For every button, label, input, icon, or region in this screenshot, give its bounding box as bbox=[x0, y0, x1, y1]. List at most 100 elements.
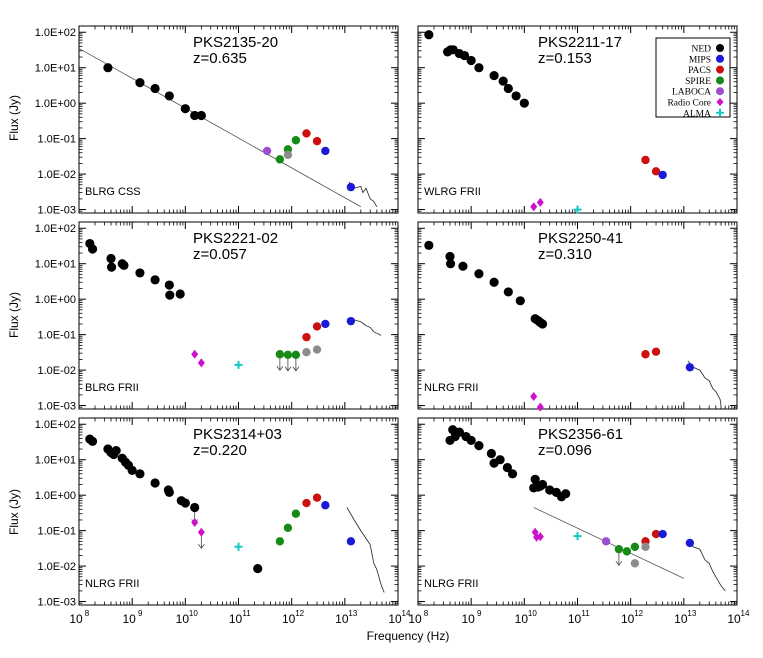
point-radiocore bbox=[536, 197, 544, 207]
y-tick-label: 1.0E-02 bbox=[37, 561, 76, 573]
x-tick-exponent: 12 bbox=[634, 609, 643, 618]
panel-2-subtitle: z=0.153 bbox=[538, 50, 592, 67]
point-ned bbox=[459, 50, 470, 61]
upper-limit-arrowhead bbox=[198, 544, 205, 549]
point-mips bbox=[321, 501, 330, 510]
point-pacs bbox=[302, 332, 311, 342]
point-ned bbox=[196, 110, 206, 121]
point-radiocore bbox=[191, 349, 199, 359]
point-laboca bbox=[262, 146, 272, 156]
y-tick-label: 1.0E+02 bbox=[35, 27, 76, 39]
point-pacs bbox=[641, 155, 650, 165]
point-ned bbox=[466, 55, 476, 66]
point-ned bbox=[164, 91, 174, 101]
x-tick-exponent: 13 bbox=[687, 609, 696, 618]
y-tick-label: 1.0E-03 bbox=[37, 597, 76, 609]
x-tick-exponent: 9 bbox=[477, 609, 482, 618]
point-ned bbox=[519, 98, 529, 108]
point-gray bbox=[312, 345, 322, 354]
legend-label: SPIRE bbox=[685, 77, 711, 87]
x-tick-label: 10 bbox=[229, 612, 243, 626]
point-ned bbox=[119, 260, 129, 270]
point-ned bbox=[474, 440, 484, 451]
y-tick-label: 1.0E+02 bbox=[35, 419, 76, 431]
point-mips bbox=[658, 170, 667, 180]
x-tick-label: 10 bbox=[408, 612, 422, 626]
point-ned bbox=[87, 436, 98, 446]
x-tick-label: 10 bbox=[176, 612, 190, 626]
panel-2-class: WLRG FRII bbox=[424, 186, 481, 198]
panel-4-class: NLRG FRII bbox=[424, 382, 478, 394]
point-radiocore bbox=[191, 517, 199, 527]
point-radiocore bbox=[197, 358, 205, 368]
legend-marker bbox=[716, 54, 724, 63]
point-pacs bbox=[312, 493, 322, 502]
y-tick-label: 1.0E+02 bbox=[35, 223, 76, 235]
point-spire bbox=[275, 537, 285, 546]
point-ned bbox=[445, 251, 455, 262]
panel-6-title: PKS2356-61 bbox=[538, 426, 623, 443]
panel-3-subtitle: z=0.057 bbox=[193, 246, 247, 263]
legend-label: PACS bbox=[688, 66, 711, 76]
y-axis-label-row-3: Flux (Jy) bbox=[7, 489, 21, 535]
point-pacs bbox=[651, 529, 661, 539]
point-ned bbox=[498, 76, 508, 86]
point-ned bbox=[445, 259, 456, 269]
point-ned bbox=[190, 502, 200, 513]
x-axis-label: Frequency (Hz) bbox=[367, 629, 450, 643]
x-tick-label: 10 bbox=[69, 612, 83, 626]
point-ned bbox=[503, 83, 513, 94]
x-tick-label: 10 bbox=[388, 612, 402, 626]
point-ned bbox=[495, 455, 505, 465]
x-tick-exponent: 8 bbox=[424, 609, 429, 618]
x-tick-exponent: 14 bbox=[741, 609, 750, 618]
y-tick-label: 1.0E-01 bbox=[37, 134, 76, 146]
y-tick-label: 1.0E-03 bbox=[37, 401, 76, 413]
panel-4-subtitle: z=0.310 bbox=[538, 246, 592, 263]
point-mips bbox=[346, 316, 356, 326]
y-tick-label: 1.0E+00 bbox=[35, 490, 76, 502]
legend-label: MIPS bbox=[689, 55, 711, 65]
point-ned bbox=[190, 110, 200, 121]
point-ned bbox=[150, 83, 160, 94]
point-ned bbox=[454, 427, 464, 437]
panel-3-class: BLRG FRII bbox=[85, 382, 139, 394]
legend-marker bbox=[716, 87, 724, 96]
point-ned bbox=[164, 487, 174, 497]
point-ned bbox=[537, 319, 548, 329]
point-ned bbox=[502, 462, 512, 473]
point-ned bbox=[180, 498, 190, 508]
point-ned bbox=[515, 296, 525, 306]
point-spire bbox=[283, 350, 293, 360]
x-tick-label: 10 bbox=[335, 612, 349, 626]
point-pacs bbox=[302, 498, 311, 508]
ir-spectrum bbox=[687, 360, 722, 406]
ir-spectrum bbox=[346, 507, 385, 593]
y-tick-label: 1.0E+01 bbox=[35, 455, 76, 467]
upper-limit-arrowhead bbox=[615, 560, 623, 566]
panel-1-class: BLRG CSS bbox=[85, 186, 141, 198]
point-ned bbox=[424, 30, 434, 40]
legend-marker bbox=[716, 76, 724, 85]
point-ned bbox=[106, 262, 117, 272]
point-spire bbox=[622, 547, 632, 556]
panel-6-subtitle: z=0.096 bbox=[538, 442, 592, 459]
x-tick-exponent: 14 bbox=[402, 609, 411, 618]
point-mips bbox=[658, 529, 667, 539]
point-ned bbox=[180, 104, 190, 114]
point-ned bbox=[503, 287, 513, 297]
point-mips bbox=[685, 363, 695, 372]
upper-limit-arrowhead bbox=[284, 366, 292, 372]
panel-6-class: NLRG FRII bbox=[424, 578, 478, 590]
upper-limit-arrowhead bbox=[292, 366, 300, 372]
point-ned bbox=[164, 280, 174, 290]
point-pacs bbox=[641, 350, 650, 359]
point-pacs bbox=[302, 129, 311, 138]
point-spire bbox=[291, 350, 301, 360]
point-ned bbox=[111, 446, 121, 456]
point-ned bbox=[127, 465, 137, 475]
point-ned bbox=[253, 564, 263, 574]
point-ned bbox=[150, 478, 160, 488]
point-pacs bbox=[312, 136, 322, 146]
